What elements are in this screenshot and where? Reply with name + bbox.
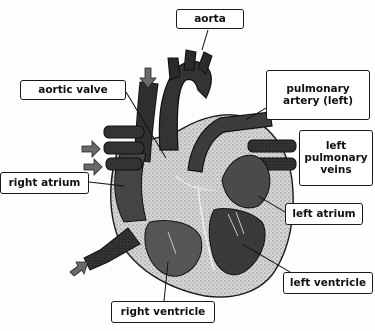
label-left-atrium: left atrium bbox=[285, 203, 363, 225]
right-vein-middle bbox=[104, 142, 144, 154]
aorta-branch-1 bbox=[168, 58, 180, 80]
label-right-ventricle: right ventricle bbox=[111, 301, 215, 323]
pulmonary-vein-upper bbox=[248, 140, 296, 152]
label-left-pulmonary-veins: left pulmonary veins bbox=[299, 130, 373, 186]
label-pulmonary-artery: pulmonary artery (left) bbox=[266, 70, 370, 120]
label-right-atrium: right atrium bbox=[0, 172, 89, 194]
leader-aorta bbox=[202, 30, 208, 50]
aorta-branch-2 bbox=[184, 50, 196, 70]
arrow-in-upper bbox=[82, 141, 100, 157]
right-vein-upper bbox=[104, 126, 144, 138]
inferior-vena-cava bbox=[84, 228, 140, 270]
label-aorta: aorta bbox=[176, 9, 244, 29]
label-left-ventricle: left ventricle bbox=[283, 272, 373, 294]
label-aortic-valve: aortic valve bbox=[20, 80, 126, 100]
arrow-ivc bbox=[70, 262, 88, 276]
right-vein-lower bbox=[106, 158, 142, 170]
